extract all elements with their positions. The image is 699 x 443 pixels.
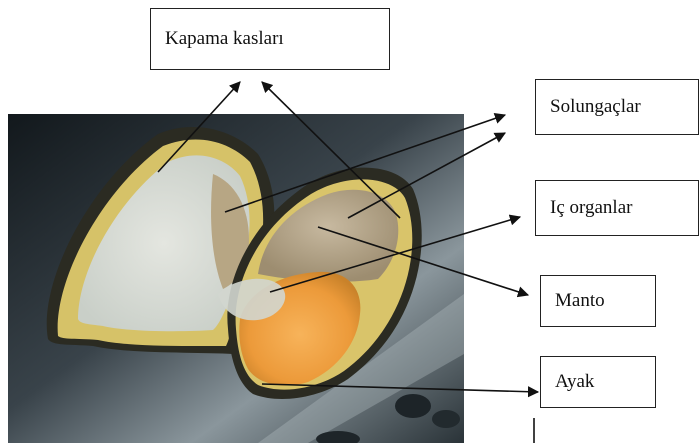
label-internal-organs: Iç organlar xyxy=(535,180,699,236)
label-gills: Solungaçlar xyxy=(535,79,699,135)
label-mantle: Manto xyxy=(540,275,656,327)
label-foot: Ayak xyxy=(540,356,656,408)
label-closing-muscles: Kapama kasları xyxy=(150,8,390,70)
mussel-photo xyxy=(8,114,464,443)
